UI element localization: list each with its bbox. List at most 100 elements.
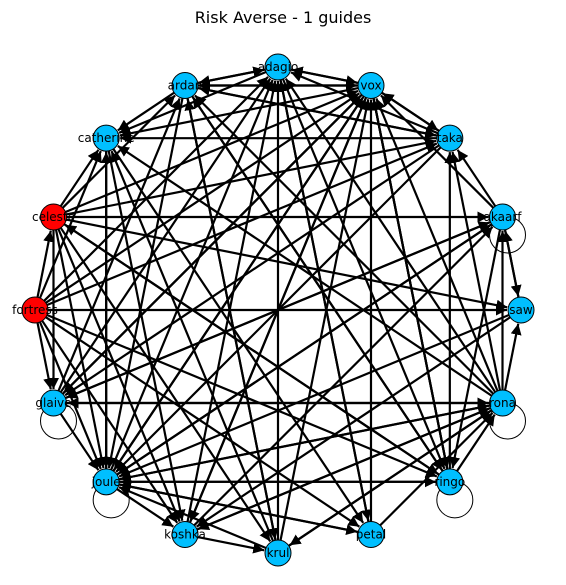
node-label-krul: krul	[267, 546, 290, 560]
node-koshka: koshka	[164, 521, 206, 549]
node-circle-taka	[436, 124, 464, 152]
edge-joule-to-adagio	[110, 79, 274, 471]
edge-fortress-to-catherine	[38, 150, 102, 299]
edge-krul-to-vox	[279, 99, 372, 541]
node-label-petal: petal	[356, 528, 386, 542]
edge-rona-to-adagio	[284, 78, 497, 393]
node-label-rona: rona	[489, 396, 516, 410]
edge-akaarf-to-taka	[456, 149, 497, 207]
edge-glaive-to-adagio	[59, 78, 272, 393]
edge-akaarf-to-ringo	[449, 229, 502, 469]
node-label-akaarf: akaarf	[484, 210, 523, 224]
edge-glaive-to-joule	[59, 413, 100, 471]
edge-celeste-to-krul	[59, 227, 272, 542]
edge-krul-to-joule	[118, 486, 267, 550]
node-label-celeste: celeste	[32, 210, 75, 224]
edge-koshka-to-krul	[197, 535, 265, 554]
edge-celeste-to-vox	[65, 89, 359, 214]
edge-fortress-to-koshka	[41, 320, 179, 524]
node-label-ardan: ardan	[168, 78, 203, 92]
node-circle-fortress	[21, 296, 49, 324]
edge-celeste-to-taka	[66, 137, 437, 216]
edge-vox-to-glaive	[62, 93, 363, 394]
edge-akaarf-to-glaive	[66, 220, 491, 399]
node-circle-krul	[264, 539, 292, 567]
edge-celeste-to-saw	[66, 218, 508, 311]
edge-saw-to-koshka	[196, 316, 511, 528]
node-circle-ringo	[436, 468, 464, 496]
edge-taka-to-ardan	[198, 84, 438, 137]
nodes: adagio vox taka akaarf saw rona ringo petal krul…	[12, 53, 535, 567]
node-celeste: celeste	[32, 203, 75, 231]
node-krul: krul	[264, 539, 292, 567]
node-label-taka: taka	[437, 131, 463, 145]
edge-vox-to-joule	[113, 95, 365, 471]
edge-vox-to-ringo	[372, 98, 451, 469]
node-label-fortress: fortress	[12, 303, 58, 317]
node-rona: rona	[489, 389, 517, 417]
edge-celeste-to-joule	[54, 229, 107, 469]
edge-ardan-to-ringo	[191, 95, 443, 471]
node-label-joule: joule	[91, 475, 121, 489]
edge-akaarf-to-joule	[117, 223, 493, 475]
edge-fortress-to-adagio	[43, 76, 269, 302]
node-vox: vox	[357, 71, 385, 99]
node-circle-adagio	[264, 53, 292, 81]
node-circle-glaive	[39, 389, 67, 417]
edge-fortress-to-glaive	[36, 322, 55, 390]
edge-celeste-to-ringo	[63, 223, 439, 475]
edge-saw-to-joule	[118, 313, 510, 478]
node-label-adagio: adagio	[258, 60, 299, 74]
node-circle-catherine	[92, 124, 120, 152]
node-label-saw: saw	[509, 303, 533, 317]
edge-rona-to-catherine	[117, 145, 493, 397]
node-circle-petal	[357, 521, 385, 549]
node-circle-celeste	[39, 203, 67, 231]
edge-catherine-to-petal	[112, 148, 365, 524]
edge-rona-to-taka	[449, 151, 502, 391]
edge-vox-to-catherine	[119, 86, 359, 139]
edge-adagio-to-petal	[279, 79, 372, 521]
node-glaive: glaive	[35, 389, 72, 417]
edge-fortress-to-celeste	[36, 230, 55, 298]
edge-krul-to-rona	[288, 409, 492, 547]
edge-taka-to-glaive	[64, 144, 440, 397]
edge-koshka-to-adagio	[186, 80, 279, 522]
node-ringo: ringo	[434, 468, 465, 496]
edge-petal-to-joule	[119, 481, 359, 534]
node-circle-vox	[357, 71, 385, 99]
node-label-koshka: koshka	[164, 528, 206, 542]
graph-title: Risk Averse - 1 guides	[195, 8, 372, 27]
edge-akaarf-to-saw	[503, 229, 522, 297]
node-label-ringo: ringo	[434, 475, 465, 489]
edge-joule-to-rona	[118, 402, 489, 481]
node-label-vox: vox	[360, 78, 381, 92]
node-petal: petal	[356, 521, 386, 549]
edge-joule-to-koshka	[116, 488, 174, 528]
edge-celeste-to-ardan	[61, 94, 176, 209]
edge-ardan-to-joule	[105, 98, 184, 469]
edges	[36, 66, 522, 554]
node-circle-saw	[507, 296, 535, 324]
edge-catherine-to-koshka	[107, 150, 186, 521]
node-adagio: adagio	[258, 53, 299, 81]
edge-ardan-to-adagio	[197, 66, 265, 85]
node-circle-akaarf	[489, 203, 517, 231]
node-saw: saw	[507, 296, 535, 324]
node-ardan: ardan	[168, 71, 203, 99]
edge-rona-to-saw	[503, 323, 522, 391]
node-circle-rona	[489, 389, 517, 417]
node-catherine: catherine	[78, 124, 135, 152]
node-joule: joule	[91, 468, 121, 496]
edge-ardan-to-krul	[186, 98, 279, 540]
edge-fortress-to-taka	[46, 142, 438, 307]
node-akaarf: akaarf	[484, 203, 523, 231]
node-circle-koshka	[171, 521, 199, 549]
node-circle-joule	[92, 468, 120, 496]
node-circle-ardan	[171, 71, 199, 99]
node-label-catherine: catherine	[78, 131, 135, 145]
edge-koshka-to-akaarf	[193, 226, 494, 527]
node-label-glaive: glaive	[35, 396, 71, 410]
node-taka: taka	[436, 124, 464, 152]
